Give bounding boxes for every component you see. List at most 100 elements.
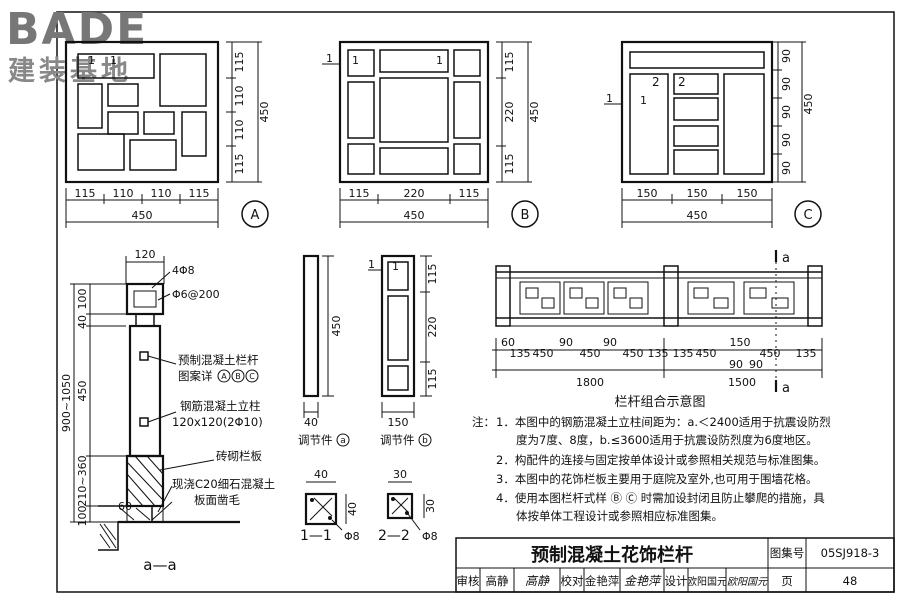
elevation-cut-mark-top: a bbox=[782, 251, 790, 266]
section-aa-ref-b: B bbox=[235, 372, 241, 381]
section-aa-rebar-top: 4Φ8 bbox=[172, 264, 195, 277]
title-block-design-name: 欧阳国元 bbox=[687, 576, 727, 588]
title-block: 预制混凝土花饰栏杆 图集号 05SJ918-3 审核 高静 高静 校对 金艳萍 … bbox=[455, 537, 895, 593]
title-block-page-no: 48 bbox=[843, 574, 858, 588]
panel-c-section-mark-2: 2 bbox=[652, 75, 660, 89]
panel-c-section-mark-2b: 2 bbox=[678, 75, 686, 89]
section-1-1-rebar: Φ8 bbox=[344, 530, 360, 543]
section-1-1-width: 40 bbox=[314, 468, 328, 481]
section-aa-ref-c: C bbox=[249, 372, 255, 381]
notes-prefix: 注： bbox=[472, 415, 495, 429]
panel-c-circle-text: C bbox=[803, 208, 812, 223]
logo: BADE 建装基地 bbox=[6, 4, 148, 87]
adjuster-a-height: 450 bbox=[330, 316, 343, 337]
panel-b-dim-bottom-2: 220 bbox=[404, 187, 425, 200]
elevation-dim-l9: 135 bbox=[673, 347, 694, 360]
section-aa-dim-210-360: 210~360 bbox=[76, 455, 89, 506]
section-aa-label-concrete: 现浇C20细石混凝土 bbox=[172, 477, 275, 491]
section-2-2-caption: 2—2 bbox=[378, 528, 410, 544]
panel-c-dim-right-3: 90 bbox=[780, 105, 793, 119]
notes: 注： 1．本图中的钢筋混凝土立柱间距为：a.＜2400适用于抗震设防烈 度为7度… bbox=[472, 415, 831, 523]
panel-a-dim-bottom-2: 110 bbox=[113, 187, 134, 200]
elevation-dim-l3: 450 bbox=[533, 347, 554, 360]
elevation-cut-mark-bottom: a bbox=[782, 381, 790, 396]
note-line-1: 1．本图中的钢筋混凝土立柱间距为：a.＜2400适用于抗震设防烈 bbox=[496, 415, 831, 429]
panel-a: 1 1 115 110 110 115 450 115 110 110 bbox=[64, 40, 271, 228]
adjuster-a: 450 40 调节件 a bbox=[298, 254, 350, 447]
note-line-6: 体按单体工程设计或参照相应标准图集。 bbox=[516, 509, 723, 523]
elevation-dim-r2: 150 bbox=[730, 336, 751, 349]
section-1-1-height: 40 bbox=[346, 502, 359, 516]
elevation-total-left: 1800 bbox=[576, 376, 604, 389]
title-block-review-signature: 高静 bbox=[525, 574, 550, 588]
elevation-dim-l8: 135 bbox=[648, 347, 669, 360]
title-block-atlas-no: 05SJ918-3 bbox=[821, 546, 880, 560]
panel-c-dim-bottom-3: 150 bbox=[737, 187, 758, 200]
section-aa-label-panel2: 图案详 bbox=[178, 369, 213, 383]
elevation-title: 栏杆组合示意图 bbox=[614, 394, 705, 410]
note-line-4: 3．本图中的花饰栏板主要用于庭院及室外,也可用于围墙花格。 bbox=[496, 472, 817, 486]
elevation-dim-l1: 60 bbox=[501, 336, 515, 349]
elevation: a a 60 135 450 90 450 90 450 135 135 450… bbox=[492, 250, 823, 410]
panel-c-dim-right-2: 90 bbox=[780, 77, 793, 91]
elevation-dim-l5: 450 bbox=[580, 347, 601, 360]
panel-c-circle-label bbox=[794, 200, 822, 228]
elevation-dim-l6: 90 bbox=[603, 336, 617, 349]
title-block-check-name: 金艳萍 bbox=[585, 574, 620, 588]
adjuster-b-ref: b bbox=[422, 436, 428, 446]
elevation-dim-l7: 450 bbox=[623, 347, 644, 360]
panel-a-total-bottom: 450 bbox=[132, 209, 153, 222]
sheet-frame bbox=[56, 11, 895, 593]
section-1-1-caption: 1—1 bbox=[300, 528, 332, 544]
elevation-dim-r6: 90 bbox=[749, 358, 763, 371]
note-line-5: 4．使用本图栏杆式样 Ⓑ Ⓒ 时需加设封闭且防止攀爬的措施，具 bbox=[496, 491, 825, 505]
title-block-atlas-label: 图集号 bbox=[770, 546, 805, 560]
section-aa-total-height: 900~1050 bbox=[60, 374, 73, 432]
panel-a-dim-right-2: 110 bbox=[233, 86, 246, 107]
section-aa-ref-a: A bbox=[221, 372, 227, 381]
panel-c-dim-bottom-2: 150 bbox=[687, 187, 708, 200]
section-aa-label-column-size: 120x120(2Φ10) bbox=[172, 415, 263, 429]
elevation-dim-r5: 90 bbox=[729, 358, 743, 371]
adjuster-b-dim-2: 220 bbox=[426, 317, 439, 338]
section-aa-label-column: 钢筋混凝土立柱 bbox=[180, 399, 261, 413]
panel-b-total-right: 450 bbox=[528, 102, 541, 123]
adjuster-b-section-mark: 1 bbox=[368, 258, 375, 271]
panel-a-dim-bottom-1: 115 bbox=[75, 187, 96, 200]
adjuster-b-caption: 调节件 bbox=[380, 433, 415, 447]
elevation-dim-l2: 135 bbox=[510, 347, 531, 360]
panel-c-section-mark: 1 bbox=[606, 92, 613, 105]
panel-b: 1 1 1 115 220 115 450 115 220 115 450 B bbox=[322, 40, 541, 228]
elevation-total-right: 1500 bbox=[728, 376, 756, 389]
logo-brand: BADE bbox=[6, 4, 148, 55]
panel-b-section-mark-b: 1 bbox=[436, 54, 443, 67]
adjuster-b-dim-3: 115 bbox=[426, 369, 439, 390]
section-2-2: 30 30 Φ8 2—2 bbox=[378, 468, 438, 544]
elevation-dim-l4: 90 bbox=[559, 336, 573, 349]
section-aa-top-width: 120 bbox=[135, 248, 156, 261]
panel-b-dim-right-2: 220 bbox=[503, 102, 516, 123]
section-2-2-height: 30 bbox=[424, 499, 437, 513]
section-aa: 120 60 bbox=[60, 248, 275, 574]
panel-b-total-bottom: 450 bbox=[404, 209, 425, 222]
adjuster-a-caption: 调节件 bbox=[298, 433, 333, 447]
panel-a-circle-text: A bbox=[251, 208, 260, 223]
section-1-1: 40 40 Φ8 1—1 bbox=[300, 468, 360, 544]
title-block-page-label: 页 bbox=[781, 574, 793, 588]
section-2-2-width: 30 bbox=[393, 468, 407, 481]
adjuster-b-dim-1: 115 bbox=[426, 264, 439, 285]
title-block-review-label: 审核 bbox=[457, 574, 480, 588]
section-aa-panel-refs: A B C bbox=[217, 369, 259, 383]
panel-b-circle-label bbox=[511, 200, 539, 228]
section-aa-dim-100-bottom: 100 bbox=[76, 506, 89, 527]
panel-a-dim-bottom-3: 110 bbox=[151, 187, 172, 200]
section-aa-title: a—a bbox=[143, 556, 176, 574]
panel-b-circle-text: B bbox=[521, 208, 530, 223]
panel-a-dim-bottom-4: 115 bbox=[189, 187, 210, 200]
note-line-3: 2．构配件的连接与固定按单体设计或参照相关规范与标准图集。 bbox=[496, 453, 825, 467]
title-block-check-label: 校对 bbox=[561, 574, 584, 588]
title-block-design-label: 设计 bbox=[665, 574, 688, 588]
title-block-check-signature: 金艳萍 bbox=[624, 574, 662, 588]
section-aa-stirrup: Φ6@200 bbox=[172, 288, 220, 301]
